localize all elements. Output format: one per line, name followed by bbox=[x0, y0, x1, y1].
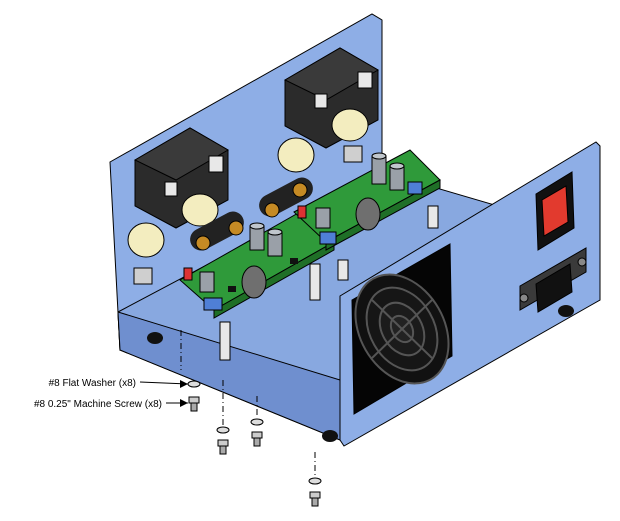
callouts: #8 Flat Washer (x8) #8 0.25" Machine Scr… bbox=[34, 378, 189, 410]
callout-machine-screw: #8 0.25" Machine Screw (x8) bbox=[34, 399, 162, 410]
machine-screw-icon bbox=[188, 396, 321, 507]
flat-washer-icon bbox=[187, 380, 322, 485]
transformer-left bbox=[127, 127, 229, 258]
transformer-right bbox=[277, 47, 379, 173]
pcb-board-right bbox=[293, 149, 441, 281]
fan-grille-icon bbox=[354, 273, 450, 385]
rear-connectors bbox=[133, 145, 363, 285]
hardware bbox=[187, 380, 322, 507]
callout-flat-washer: #8 Flat Washer (x8) bbox=[49, 378, 136, 389]
feet bbox=[147, 305, 574, 442]
rocker-switch-icon bbox=[535, 171, 575, 251]
binding-posts bbox=[190, 177, 313, 251]
assembly-lines bbox=[180, 330, 316, 478]
pcb-board-left bbox=[179, 211, 335, 361]
iec-inlet-icon bbox=[519, 247, 587, 313]
